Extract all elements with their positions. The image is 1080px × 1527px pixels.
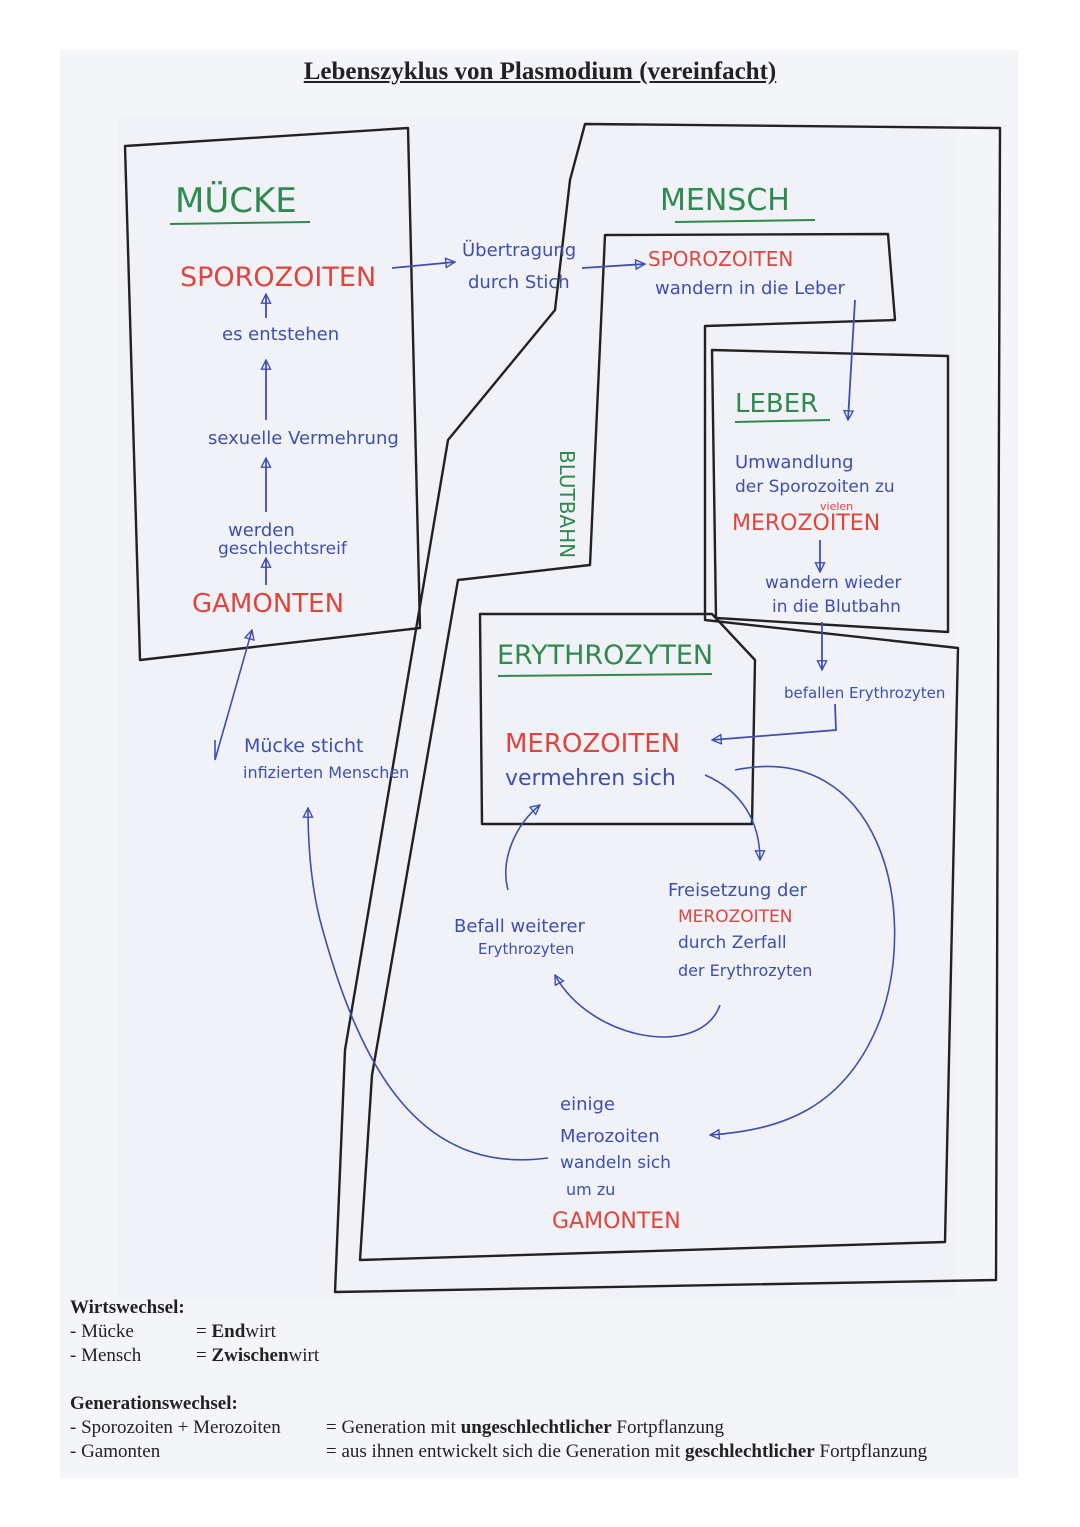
leber-line1: Umwandlung: [735, 452, 854, 473]
blutbahn-label: BLUTBAHN: [555, 450, 579, 558]
cycle-frei1: Freisetzung der: [668, 880, 808, 901]
muecke-step-entstehen: es entstehen: [222, 324, 339, 345]
mensch-sporozoiten: SPOROZOITEN: [648, 247, 793, 271]
mensch-wandern: wandern in die Leber: [655, 278, 846, 299]
cycle-frei4: der Erythrozyten: [678, 961, 812, 980]
cycle-befall1: Befall weiterer: [454, 916, 586, 937]
gamo-gamonten: GAMONTEN: [552, 1209, 681, 1234]
leber-line2: der Sporozoiten zu: [735, 477, 895, 497]
page-title: Lebenszyklus von Plasmodium (vereinfacht…: [303, 58, 777, 85]
muecke-step-geschlechtsreif: geschlechtsreif: [218, 539, 348, 559]
leber-heading: LEBER: [735, 389, 818, 419]
gamo-line4: um zu: [566, 1180, 615, 1199]
gamo-line3: wandeln sich: [560, 1153, 671, 1173]
leber-merozoiten: MEROZOITEN: [732, 511, 880, 536]
erythrozyten-merozoiten: MEROZOITEN: [505, 729, 680, 759]
stich-line2: infizierten Menschen: [243, 763, 409, 782]
transfer-line1: Übertragung: [462, 239, 576, 261]
wirt-row-mensch: - Mensch = Zwischenwirt: [70, 1345, 320, 1366]
gen-row-sporozoiten: - Sporozoiten + Merozoiten = Generation …: [70, 1417, 725, 1438]
drawing-area: [118, 118, 956, 1298]
leber-line3: wandern wieder: [765, 573, 902, 593]
wirtswechsel-heading: Wirtswechsel:: [70, 1297, 185, 1318]
leber-box: [710, 348, 950, 634]
life-cycle-diagram: MÜCKE MENSCH LEBER ERYTHROZYTEN SPOROZOI…: [118, 118, 1002, 1298]
erythrozyten-vermehren: vermehren sich: [505, 766, 676, 791]
muecke-step-werden: werden: [228, 520, 295, 541]
gamo-line1: einige: [560, 1094, 615, 1115]
cycle-frei3: durch Zerfall: [678, 933, 787, 953]
leber-befallen: befallen Erythrozyten: [784, 684, 945, 702]
muecke-heading: MÜCKE: [175, 180, 297, 221]
blutbahn-outline: [358, 232, 960, 1262]
gamo-line2: Merozoiten: [560, 1126, 660, 1147]
muecke-sporozoiten: SPOROZOITEN: [180, 262, 376, 293]
muecke-gamonten: GAMONTEN: [192, 589, 344, 619]
generationswechsel-heading: Generationswechsel:: [70, 1393, 238, 1414]
erythrozyten-box: [478, 612, 757, 826]
gen-row-gamonten: - Gamonten = aus ihnen entwickelt sich d…: [70, 1441, 928, 1462]
cycle-frei2: MEROZOITEN: [678, 907, 792, 927]
erythrozyten-heading: ERYTHROZYTEN: [497, 640, 713, 671]
cycle-befall2: Erythrozyten: [478, 940, 574, 958]
legend: Wirtswechsel: - Mücke = Endwirt - Mensch…: [70, 1296, 1020, 1464]
mensch-outline: [333, 122, 1002, 1294]
mensch-heading: MENSCH: [660, 183, 790, 218]
wirt-row-muecke: - Mücke = Endwirt: [70, 1321, 276, 1342]
leber-vielen: vielen: [820, 500, 853, 513]
muecke-box: [123, 126, 422, 662]
stich-line1: Mücke sticht: [244, 735, 364, 757]
transfer-line2: durch Stich: [468, 272, 570, 293]
muecke-step-vermehrung: sexuelle Vermehrung: [208, 428, 399, 449]
leber-line4: in die Blutbahn: [772, 597, 901, 617]
